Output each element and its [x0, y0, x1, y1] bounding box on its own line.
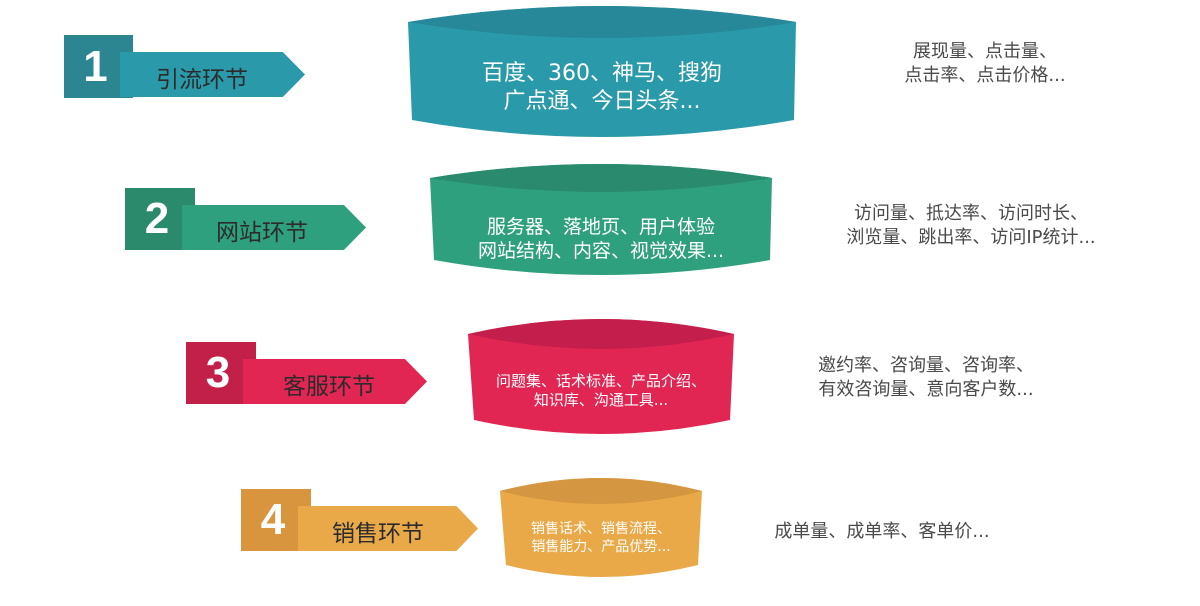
stage-1-metrics: 展现量、点击量、 点击率、点击价格...: [880, 40, 1090, 88]
cylinder-shape-icon: [430, 164, 772, 275]
stage-3-metrics-line-2: 有效咨询量、意向客户数...: [818, 379, 1034, 400]
stage-3-name: 客服环节: [283, 374, 375, 400]
stage-4-cylinder: 销售话术、销售流程、 销售能力、产品优势...: [498, 475, 704, 581]
stage-1-cylinder: 百度、360、神马、搜狗 广点通、今日头条...: [406, 4, 798, 142]
stage-4-tools-line-2: 销售能力、产品优势...: [531, 538, 671, 555]
stage-4-metrics-line-1: 成单量、成单率、客单价...: [774, 521, 990, 542]
stage-2-tools-line-1: 服务器、落地页、用户体验: [486, 216, 715, 238]
stage-3-tools-line-1: 问题集、话术标准、产品介绍、: [495, 372, 706, 390]
stage-2-name: 网站环节: [216, 220, 308, 246]
stage-2-tools-line-2: 网站结构、内容、视觉效果...: [477, 239, 725, 262]
stage-1-tools-line-2: 广点通、今日头条...: [503, 88, 701, 114]
stage-4-banner: 销售环节: [298, 506, 478, 551]
stage-1-name: 引流环节: [156, 67, 248, 93]
stage-3-tools-line-2: 知识库、沟通工具...: [533, 390, 669, 409]
stage-4-number: 4: [260, 495, 286, 544]
stage-2-metrics-line-2: 浏览量、跳出率、访问IP统计...: [846, 227, 1096, 248]
stage-1-metrics-line-1: 展现量、点击量、: [913, 41, 1057, 62]
cylinder-shape-icon: [408, 6, 796, 137]
stage-1-metrics-line-2: 点击率、点击价格...: [904, 65, 1066, 86]
stage-3-metrics: 邀约率、咨询量、咨询率、 有效咨询量、意向客户数...: [796, 354, 1056, 402]
stage-1-number: 1: [83, 41, 108, 91]
stage-3-number: 3: [205, 348, 231, 397]
stage-1-banner: 引流环节: [120, 52, 305, 97]
stage-4-tools-line-1: 销售话术、销售流程、: [531, 521, 671, 537]
stage-3-metrics-line-1: 邀约率、咨询量、咨询率、: [818, 355, 1034, 376]
stage-2-number: 2: [144, 194, 170, 243]
stage-2-metrics: 访问量、抵达率、访问时长、 浏览量、跳出率、访问IP统计...: [826, 202, 1116, 250]
stage-4-metrics: 成单量、成单率、客单价...: [752, 520, 1012, 544]
cylinder-shape-icon: [500, 478, 702, 577]
stage-2-cylinder: 服务器、落地页、用户体验 网站结构、内容、视觉效果...: [428, 162, 774, 280]
stage-2-banner: 网站环节: [182, 205, 366, 250]
stage-1-tools-line-1: 百度、360、神马、搜狗: [482, 61, 722, 86]
stage-2-metrics-line-1: 访问量、抵达率、访问时长、: [854, 203, 1088, 224]
stage-3-cylinder: 问题集、话术标准、产品介绍、 知识库、沟通工具...: [466, 316, 736, 438]
cylinder-shape-icon: [468, 319, 734, 434]
stage-4-name: 销售环节: [332, 521, 424, 547]
stage-3-banner: 客服环节: [243, 359, 427, 404]
